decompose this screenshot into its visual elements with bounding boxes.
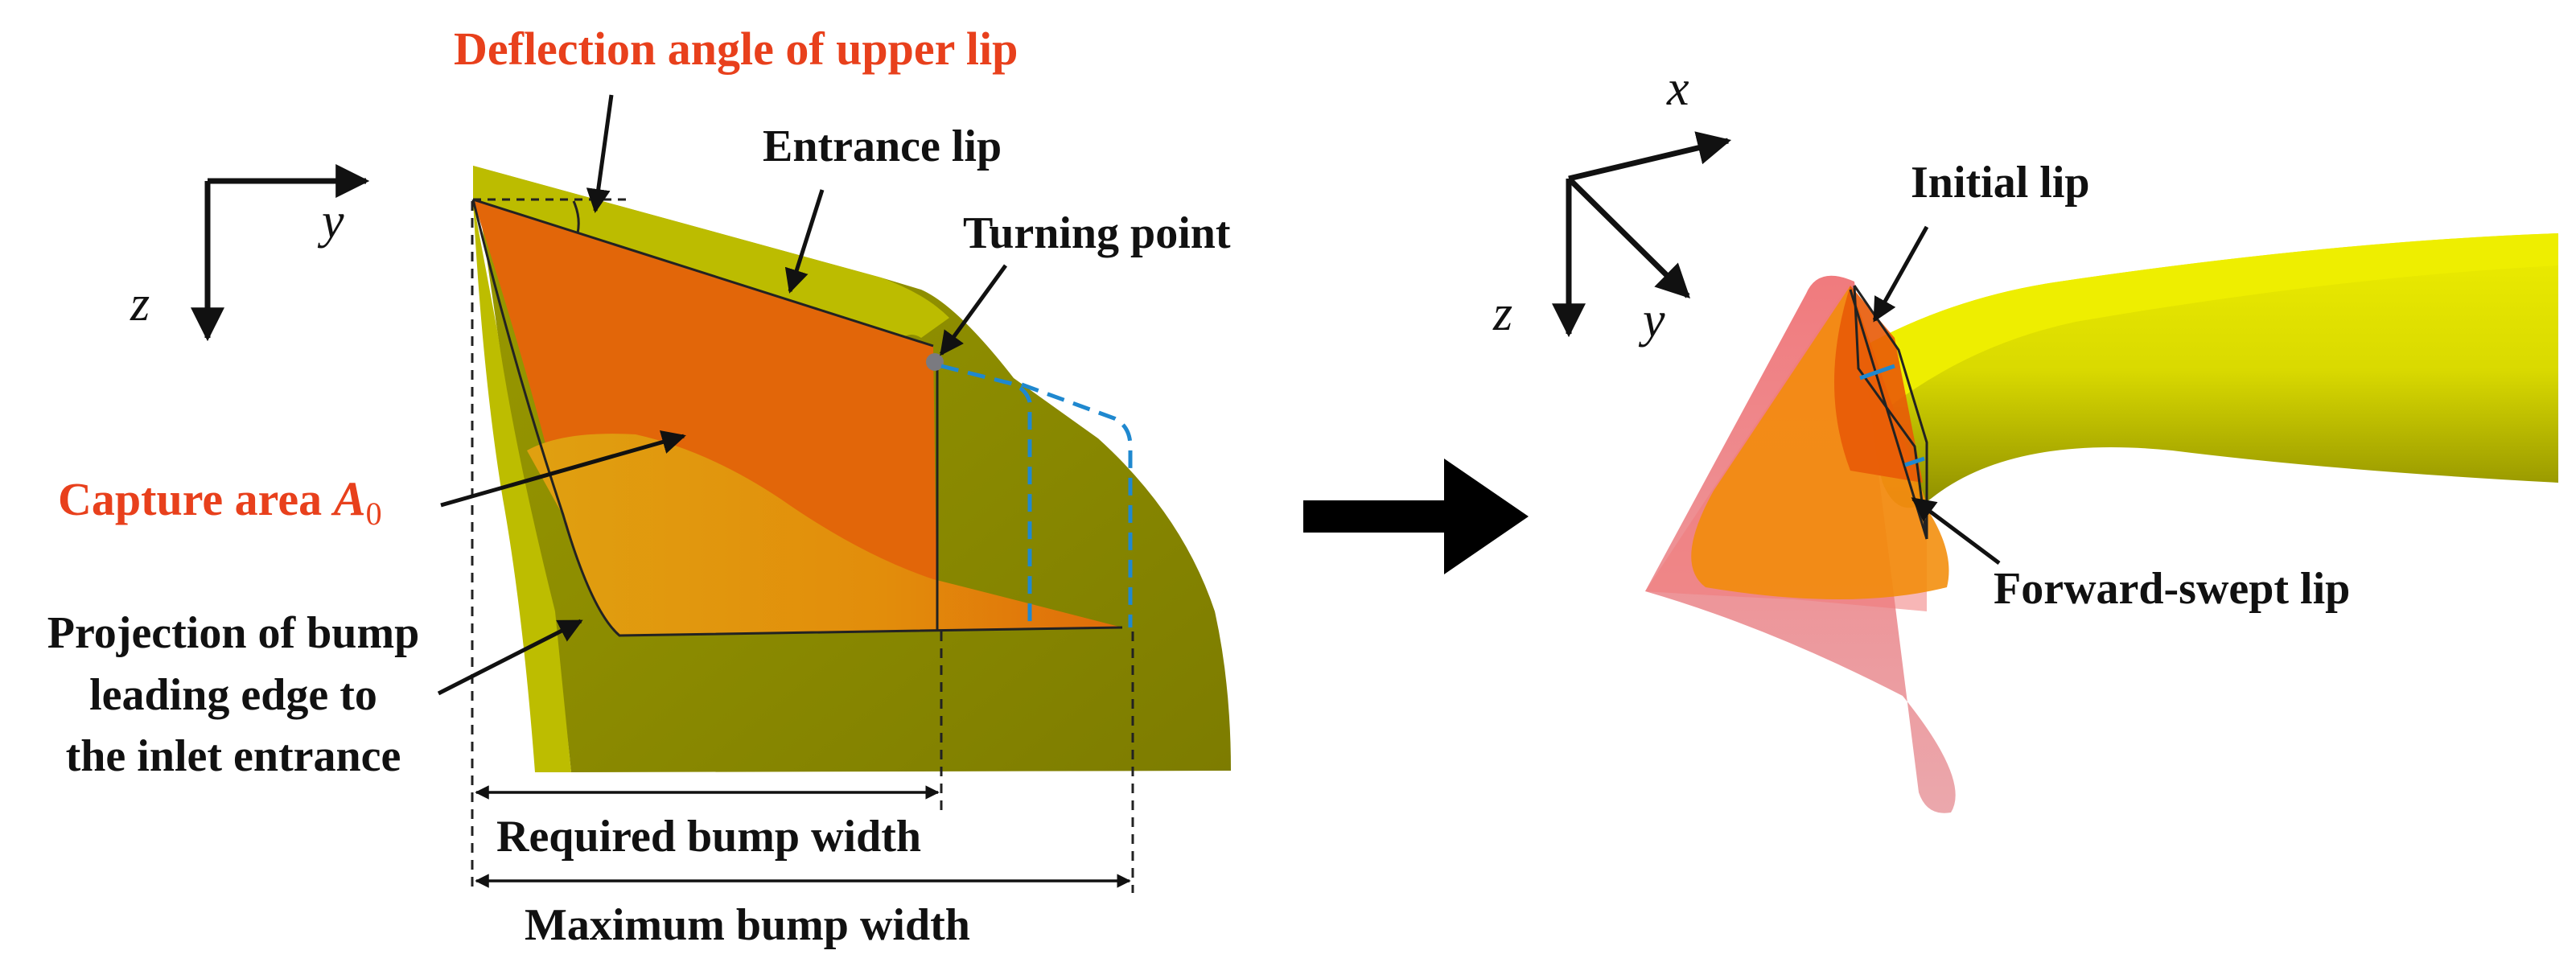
axis-triad-right: x y z — [1492, 61, 1732, 348]
lip-outline — [471, 199, 1123, 637]
maximum-bump-width-label: Maximum bump width — [525, 900, 970, 950]
axis-label-z: z — [130, 277, 150, 331]
axis-label-x-right: x — [1666, 61, 1689, 116]
sweep-arrow-lower — [1904, 456, 1925, 467]
turning-point-pointer — [939, 264, 1008, 356]
axis-label-y-right: y — [1638, 293, 1665, 348]
turning-point-label: Turning point — [963, 208, 1231, 258]
axis-label-y: y — [317, 194, 344, 249]
capture-area-pointer — [440, 430, 686, 508]
forward-swept-lip-pointer — [1911, 496, 2001, 566]
projection-label-line3: the inlet entrance — [66, 731, 401, 781]
entrance-lip-pointer — [784, 189, 825, 294]
projection-label-line2: leading edge to — [89, 670, 377, 720]
required-bump-width-label: Required bump width — [496, 812, 921, 862]
capture-area-label: Capture area A0 — [58, 472, 382, 532]
axis-label-z-right: z — [1492, 286, 1512, 341]
deflection-pointer — [586, 94, 614, 213]
right-panel: x y z Initial lip Forward-swept lip — [1492, 61, 2558, 813]
transition-arrow — [1303, 459, 1529, 574]
entrance-lip-label: Entrance lip — [763, 121, 1002, 171]
maximum-bump-contour — [940, 364, 1133, 627]
initial-lip-pointer — [1872, 225, 1929, 323]
turning-point-marker — [926, 353, 944, 371]
sweep-arrow-upper — [1859, 364, 1895, 381]
projection-pointer — [437, 619, 583, 696]
forward-swept-lip-label: Forward-swept lip — [1994, 564, 2350, 614]
deflection-angle-label: Deflection angle of upper lip — [454, 23, 1018, 75]
lip-volume — [1691, 286, 1949, 599]
side-wall-band — [473, 201, 571, 772]
initial-lip-label: Initial lip — [1911, 158, 2090, 208]
bump-capture-surface — [527, 434, 1122, 636]
left-panel: y z Deflection angle of upper lip Entran… — [47, 23, 1231, 950]
deflection-angle-arc — [572, 200, 580, 234]
duct-highlight — [1850, 233, 2558, 418]
projection-label-line1: Projection of bump — [47, 608, 420, 658]
upper-lip-line — [472, 198, 934, 348]
axis-triad-left: y z — [130, 164, 370, 342]
